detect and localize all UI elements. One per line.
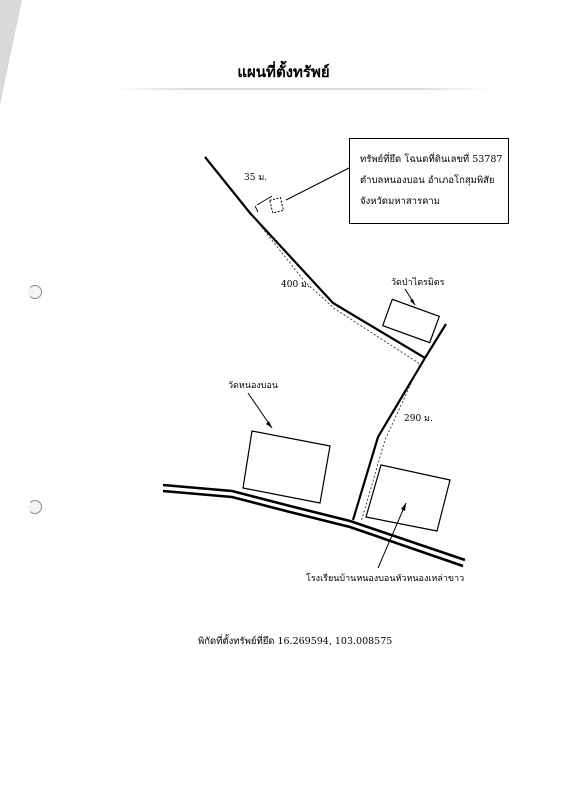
temple-pa-trai-mit-label: วัดป่าไตรมิตร [391, 278, 445, 288]
route-path [251, 214, 421, 523]
distance-290-label: 290 ม. [404, 414, 433, 424]
info-box-pointer [285, 167, 350, 201]
branch-road [351, 357, 426, 521]
school-label: โรงเรียนบ้านหนองบอนหัวหนองเหล่าขาว [306, 574, 465, 584]
subdistrict-district-text: ตำบลหนองบอน อำเภอโกสุมพิสัย [360, 175, 495, 186]
temple-nong-bon-building [242, 430, 331, 504]
school-building [365, 464, 451, 532]
temple-pa-trai-mit-building [381, 298, 441, 344]
province-text: จังหวัดมหาสารคาม [360, 196, 441, 207]
distance-400-label: 400 ม. [281, 280, 310, 290]
faded-subtitle-line [112, 88, 492, 90]
property-info-box: ทรัพย์ที่ยึด โฉนดที่ดินเลขที่ 53787 ตำบล… [349, 138, 509, 224]
distance-35-label: 35 ม. [244, 173, 268, 183]
access-road [204, 156, 447, 360]
property-parcel [269, 197, 285, 214]
temple-nong-bon-label: วัดหนองบอน [228, 381, 279, 391]
punch-hole-bottom [28, 500, 42, 514]
main-road [162, 483, 466, 568]
deed-number-text: ทรัพย์ที่ยึด โฉนดที่ดินเลขที่ 53787 [360, 154, 503, 165]
punch-hole-top [28, 285, 42, 299]
page-title: แผนที่ตั้งทรัพย์ [237, 63, 330, 81]
coordinates-text: พิกัดที่ตั้งทรัพย์ที่ยึด 16.269594, 103.… [198, 636, 393, 647]
folded-corner [0, 0, 22, 105]
distance-35-marker [256, 195, 273, 206]
